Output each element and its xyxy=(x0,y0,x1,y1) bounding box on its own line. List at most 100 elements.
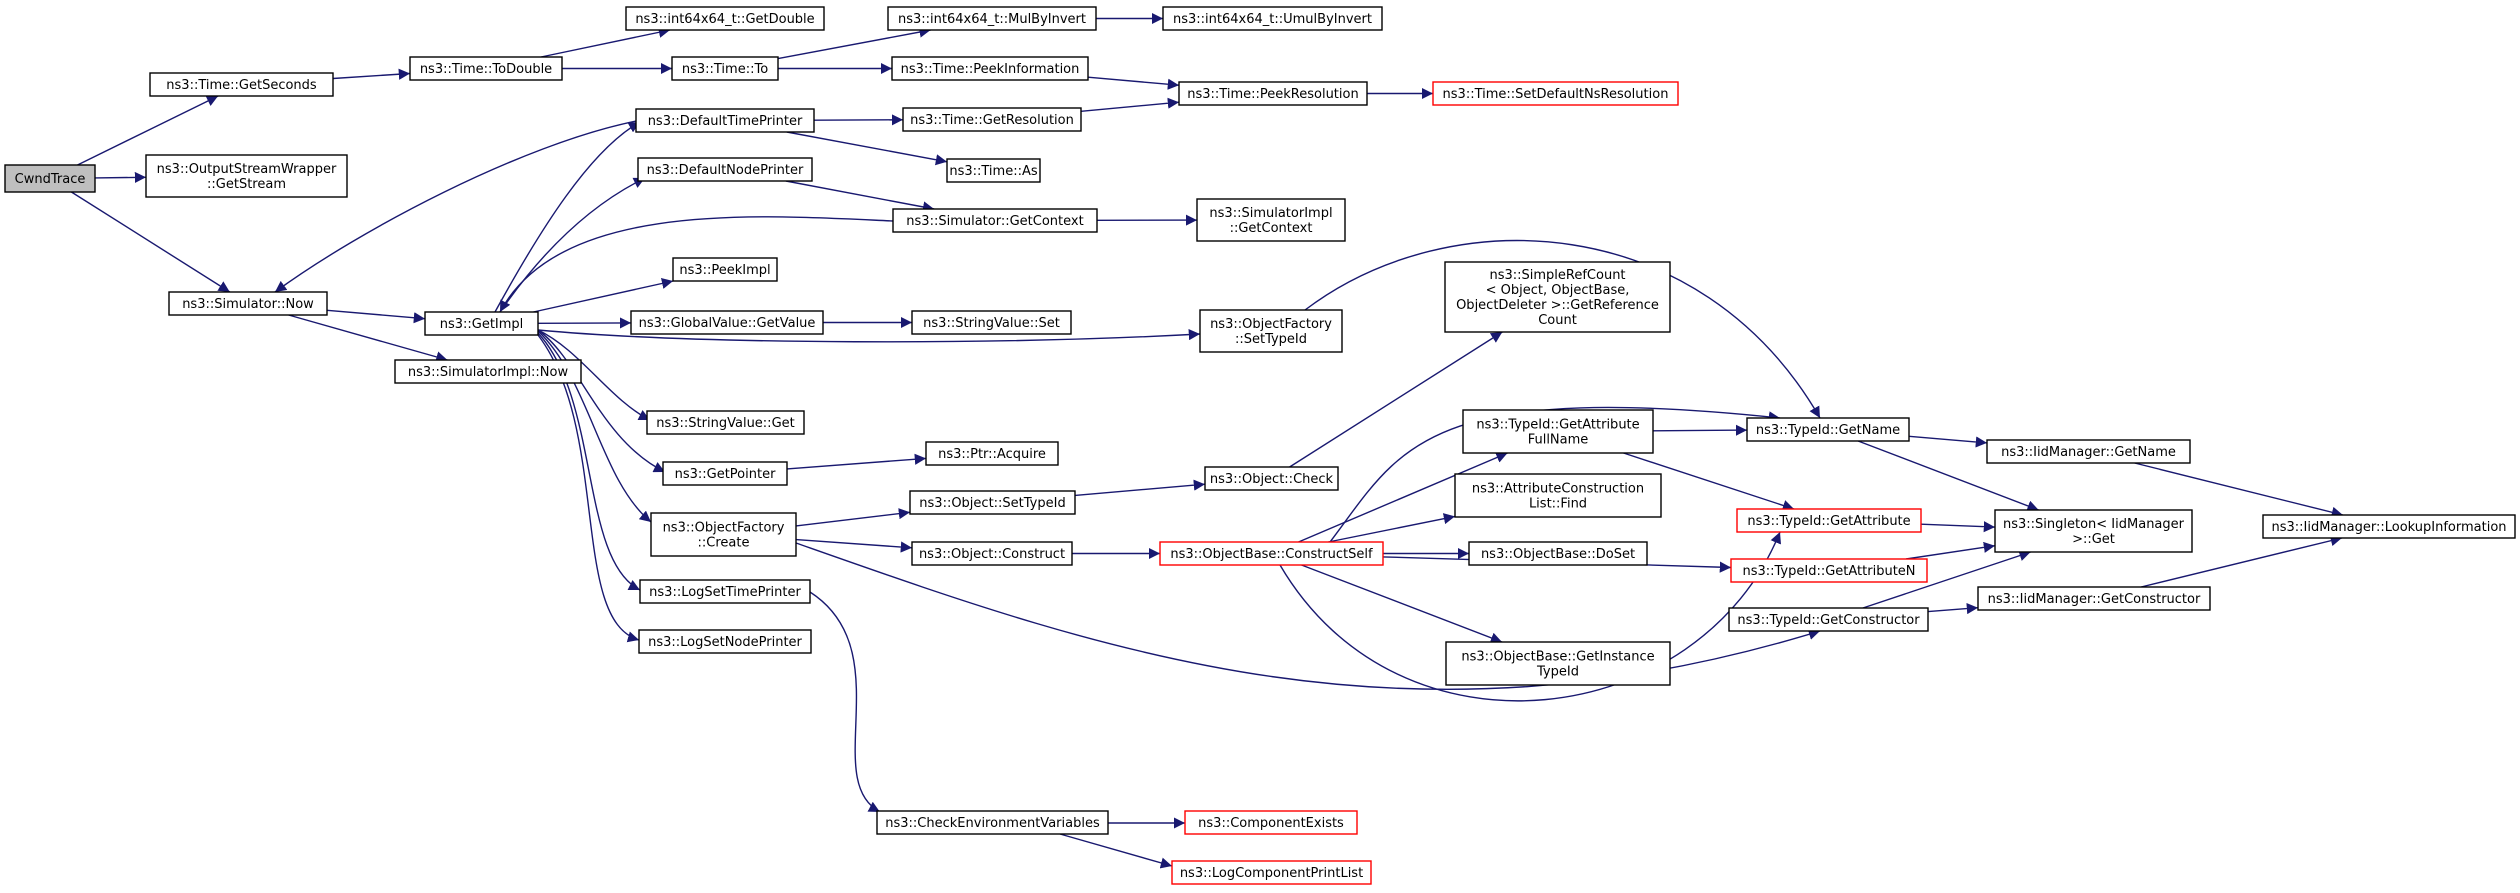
node-label: ns3::TypeId::GetAttributeN xyxy=(1742,564,1915,579)
node-peekRes[interactable]: ns3::Time::PeekResolution xyxy=(1178,81,1368,106)
edge-getImpl-to-defTimePrinter xyxy=(494,121,641,313)
node-ofSetTypeId[interactable]: ns3::ObjectFactory::SetTypeId xyxy=(1199,309,1343,353)
node-iidLookup[interactable]: ns3::IidManager::LookupInformation xyxy=(2262,514,2516,539)
node-box xyxy=(168,291,328,316)
node-label: ns3::TypeId::GetConstructor xyxy=(1737,613,1920,628)
node-label: ns3::SimpleRefCount xyxy=(1489,268,1625,283)
node-box xyxy=(1977,586,2211,611)
node-iidGetName[interactable]: ns3::IidManager::GetName xyxy=(1986,439,2191,464)
node-box xyxy=(637,157,813,182)
node-box xyxy=(1196,198,1346,242)
node-toDouble[interactable]: ns3::Time::ToDouble xyxy=(409,56,563,81)
node-simImplGetCtx[interactable]: ns3::SimulatorImpl::GetContext xyxy=(1196,198,1346,242)
edge-path xyxy=(494,121,641,313)
node-box xyxy=(145,154,348,198)
node-getRes[interactable]: ns3::Time::GetResolution xyxy=(902,107,1082,132)
node-box xyxy=(409,56,563,81)
node-simGetContext[interactable]: ns3::Simulator::GetContext xyxy=(892,208,1098,233)
node-box xyxy=(2262,514,2516,539)
node-gvGetValue[interactable]: ns3::GlobalValue::GetValue xyxy=(630,310,824,335)
node-singletonGet[interactable]: ns3::Singleton< IidManager>::Get xyxy=(1994,509,2193,553)
edge-objCheck-to-srcGetRef xyxy=(1289,331,1503,468)
edge-timeTo-to-mulByInvert xyxy=(777,26,931,60)
edge-ofSetTypeId-to-tidGetName xyxy=(1304,240,1821,419)
node-box xyxy=(1730,558,1928,583)
node-obConstructSelf[interactable]: ns3::ObjectBase::ConstructSelf xyxy=(1159,541,1384,566)
node-box xyxy=(911,310,1072,335)
node-tidGetAttr[interactable]: ns3::TypeId::GetAttribute xyxy=(1736,508,1922,533)
node-objSetTypeId[interactable]: ns3::Object::SetTypeId xyxy=(909,490,1076,515)
node-svSet[interactable]: ns3::StringValue::Set xyxy=(911,310,1072,335)
node-box xyxy=(1468,541,1648,566)
node-simNow[interactable]: ns3::Simulator::Now xyxy=(168,291,328,316)
edge-path xyxy=(94,171,147,184)
edge-path xyxy=(533,277,674,313)
edge-path xyxy=(1920,521,1996,533)
node-box xyxy=(424,311,539,336)
node-umulByInvert[interactable]: ns3::int64x64_t::UmulByInvert xyxy=(1162,6,1383,31)
node-tidGetName[interactable]: ns3::TypeId::GetName xyxy=(1746,417,1910,442)
node-getImpl[interactable]: ns3::GetImpl xyxy=(424,311,539,336)
node-iidGetCtor[interactable]: ns3::IidManager::GetConstructor xyxy=(1977,586,2211,611)
node-logSetNode[interactable]: ns3::LogSetNodePrinter xyxy=(638,629,812,654)
node-simImplNow[interactable]: ns3::SimulatorImpl::Now xyxy=(394,359,582,384)
node-label: ns3::TypeId::GetName xyxy=(1756,423,1900,438)
node-label: ns3::IidManager::GetName xyxy=(2001,445,2176,460)
edge-getImpl-to-defNodePrinter xyxy=(499,177,646,313)
node-obDoSet[interactable]: ns3::ObjectBase::DoSet xyxy=(1468,541,1648,566)
edge-obConstructSelf-to-obGetInstTid xyxy=(1301,564,1503,644)
edge-path xyxy=(795,508,911,527)
edge-path xyxy=(537,330,652,523)
edge-path xyxy=(2134,462,2344,518)
node-box xyxy=(149,72,334,97)
node-setDefNsRes[interactable]: ns3::Time::SetDefaultNsResolution xyxy=(1432,81,1679,106)
node-logSetTime[interactable]: ns3::LogSetTimePrinter xyxy=(639,579,811,604)
node-svGet[interactable]: ns3::StringValue::Get xyxy=(646,410,805,435)
node-peekInfo[interactable]: ns3::Time::PeekInformation xyxy=(891,56,1089,81)
node-label: ns3::CheckEnvironmentVariables xyxy=(885,816,1100,831)
node-getPointer[interactable]: ns3::GetPointer xyxy=(662,461,788,486)
edge-tidGetCtor-to-singletonGet xyxy=(1862,550,2031,609)
node-defNodePrinter[interactable]: ns3::DefaultNodePrinter xyxy=(637,157,813,182)
node-checkEnv[interactable]: ns3::CheckEnvironmentVariables xyxy=(876,810,1109,835)
node-compExists[interactable]: ns3::ComponentExists xyxy=(1184,810,1358,835)
node-objConstruct[interactable]: ns3::Object::Construct xyxy=(911,541,1073,566)
node-defTimePrinter[interactable]: ns3::DefaultTimePrinter xyxy=(635,108,815,133)
node-getSeconds[interactable]: ns3::Time::GetSeconds xyxy=(149,72,334,97)
node-tidGetAttrN[interactable]: ns3::TypeId::GetAttributeN xyxy=(1730,558,1928,583)
node-mulByInvert[interactable]: ns3::int64x64_t::MulByInvert xyxy=(887,6,1097,31)
node-box xyxy=(1178,81,1368,106)
edge-tidGetAttrFull-to-tidGetAttr xyxy=(1623,452,1795,511)
node-peekImpl[interactable]: ns3::PeekImpl xyxy=(672,257,778,282)
node-box xyxy=(1462,409,1654,454)
edge-path xyxy=(809,591,881,813)
node-label: ns3::Time::PeekInformation xyxy=(901,62,1080,77)
node-osw[interactable]: ns3::OutputStreamWrapper::GetStream xyxy=(145,154,348,198)
edge-path xyxy=(1304,240,1821,419)
node-label: ns3::int64x64_t::UmulByInvert xyxy=(1173,12,1372,27)
edge-cwnd-to-simNow xyxy=(71,191,231,293)
node-box xyxy=(650,512,797,557)
node-objCheck[interactable]: ns3::Object::Check xyxy=(1204,466,1339,491)
edge-path xyxy=(1623,452,1795,511)
node-logCompPrint[interactable]: ns3::LogComponentPrintList xyxy=(1171,860,1372,885)
node-srcGetRef[interactable]: ns3::SimpleRefCount< Object, ObjectBase,… xyxy=(1444,261,1671,333)
node-ofCreate[interactable]: ns3::ObjectFactory::Create xyxy=(650,512,797,557)
edge-path xyxy=(332,68,411,80)
node-box xyxy=(892,208,1098,233)
edge-logSetTime-to-checkEnv xyxy=(809,591,881,813)
node-cwnd[interactable]: CwndTrace xyxy=(4,164,96,193)
node-label: ns3::Singleton< IidManager xyxy=(2003,517,2185,532)
node-timeTo[interactable]: ns3::Time::To xyxy=(671,56,779,81)
node-box xyxy=(925,441,1059,466)
node-timeAs[interactable]: ns3::Time::As xyxy=(946,158,1041,183)
node-tidGetCtor[interactable]: ns3::TypeId::GetConstructor xyxy=(1728,607,1929,632)
node-label: ns3::LogSetTimePrinter xyxy=(649,585,801,600)
edge-path xyxy=(326,309,426,324)
node-ptrAcquire[interactable]: ns3::Ptr::Acquire xyxy=(925,441,1059,466)
node-i64GetDouble[interactable]: ns3::int64x64_t::GetDouble xyxy=(625,6,825,31)
edge-path xyxy=(71,191,231,293)
